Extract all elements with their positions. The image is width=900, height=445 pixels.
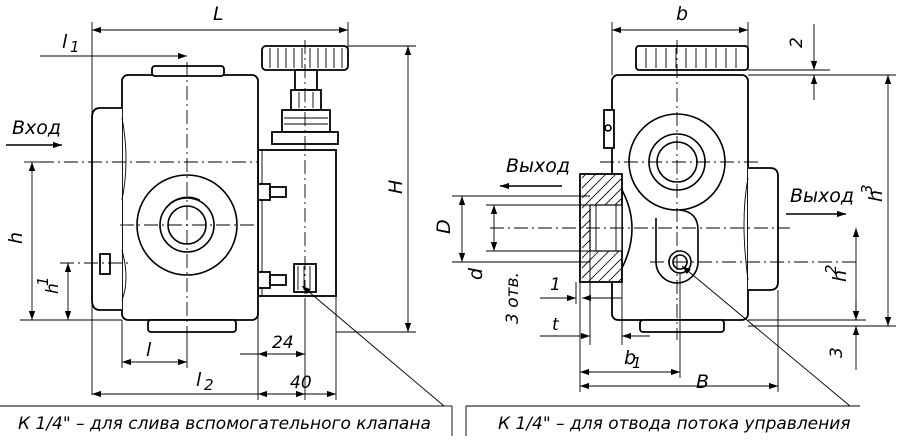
dim-d: d [465, 267, 487, 280]
side-plug [603, 109, 615, 149]
dim-D: D [433, 219, 455, 234]
dim-3: 3 [827, 347, 847, 358]
dim-L: L [213, 3, 224, 25]
dim-h: h [5, 232, 27, 244]
top-boss [151, 65, 225, 77]
knob-knurl [269, 48, 343, 68]
dim-h2: h [829, 270, 851, 282]
left-view: Вход L l 1 h h 1 H l l 2 [0, 3, 453, 436]
drain-callout: К 1/4" – для слива вспомогательного клап… [18, 414, 431, 434]
dim-b1-sub: 1 [632, 354, 642, 372]
lock-nut [281, 109, 331, 133]
outlet-right-label: Выход [790, 185, 854, 207]
dim-2: 2 [787, 37, 807, 48]
dim-h1: h [43, 283, 63, 294]
control-callout: К 1/4" – для отвода потока управления [498, 414, 851, 434]
dim-B: B [696, 371, 709, 393]
inlet-label: Вход [12, 117, 61, 139]
pilot-screw-bottom-head [269, 274, 287, 286]
bottom-boss [147, 319, 237, 333]
pilot-screw-top-head [269, 186, 287, 198]
dim-l2-sub: 2 [204, 376, 214, 394]
right-knob-knurl [645, 48, 737, 68]
knob-stem [294, 69, 318, 91]
outlet-left-label: Выход [506, 155, 570, 177]
dim-H: H [385, 180, 407, 194]
plug-screw [99, 253, 111, 275]
dim-l: l [146, 339, 152, 361]
knob-nut [290, 89, 322, 111]
dim-24: 24 [272, 333, 294, 353]
right-knob [635, 45, 749, 71]
dim-b1: b [624, 347, 636, 369]
dim-h1-sub: 1 [34, 276, 52, 286]
dim-l2: l [196, 369, 202, 391]
dim-1: 1 [550, 275, 561, 295]
dim-h3-sub: 3 [858, 184, 876, 194]
right-bottom-boss [639, 319, 725, 333]
right-view: Выход Выход b 2 h 3 h 2 3 D [433, 3, 896, 436]
outlet-boss [748, 167, 779, 291]
dim-h2-sub: 2 [822, 264, 840, 274]
dim-holes: 3 отв. [503, 272, 523, 324]
inlet-boss [91, 107, 122, 311]
dim-l1-sub: 1 [70, 38, 80, 56]
dim-h3: h [865, 190, 887, 202]
main-port-outer [136, 174, 238, 276]
main-port-mid [159, 197, 215, 253]
dim-40: 40 [290, 373, 312, 393]
dim-l1: l [62, 31, 68, 53]
dim-b: b [676, 3, 688, 25]
dim-t: t [552, 315, 560, 335]
